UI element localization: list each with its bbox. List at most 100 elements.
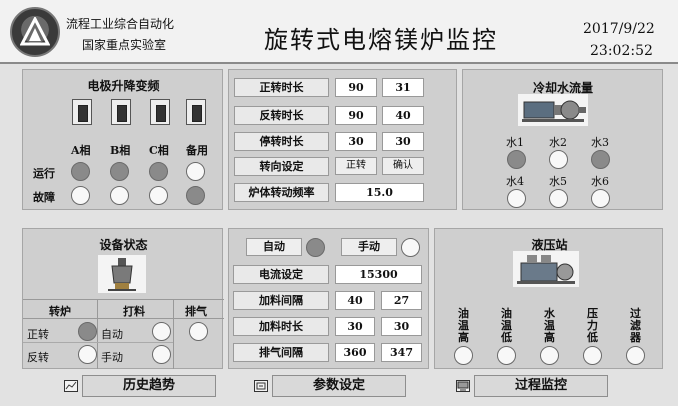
- parameter-settings-button[interactable]: 参数设定: [272, 375, 406, 397]
- pressure-low-label: 压力低: [587, 307, 598, 344]
- feed-interval-actual: 27: [381, 291, 422, 310]
- fault-lamp-a: [71, 186, 90, 205]
- rotation-params-panel: 正转时长 90 31 反转时长 90 40 停转时长 30 30 转向设定 正转…: [228, 69, 457, 210]
- water-3-lamp: [591, 150, 610, 169]
- oil-temp-low-label: 油温低: [501, 307, 512, 344]
- furnace-icon: [98, 255, 146, 293]
- exhaust-interval-label: 排气间隔: [233, 343, 329, 362]
- triangle-logo-icon: [20, 17, 50, 46]
- furnace-reverse-lamp: [78, 345, 97, 364]
- current-setting-label: 电流设定: [233, 265, 329, 284]
- history-trend-button[interactable]: 历史趋势: [82, 375, 216, 397]
- feed-duration-label: 加料时长: [233, 317, 329, 336]
- device-status-panel: 设备状态 转炉 打料 排气 正转 反转 自动 手动: [22, 228, 224, 369]
- direction-forward-button[interactable]: 正转: [335, 157, 377, 175]
- inverter-icon: [150, 99, 170, 125]
- manual-mode-button[interactable]: 手动: [341, 238, 397, 256]
- inverter-icon: [186, 99, 206, 125]
- run-lamp-spare: [186, 162, 205, 181]
- feed-duration-actual: 30: [381, 317, 422, 336]
- org-name-line2: 国家重点实验室: [82, 38, 167, 52]
- current-setting-value[interactable]: 15300: [335, 265, 422, 284]
- phase-b-label: B相: [110, 144, 131, 157]
- header-bar: 流程工业综合自动化 国家重点实验室 旋转式电熔镁炉监控 2017/9/22 23…: [0, 0, 678, 64]
- process-monitor-button[interactable]: 过程监控: [474, 375, 608, 397]
- feed-column-header: 打料: [123, 305, 145, 318]
- reverse-duration-set[interactable]: 90: [335, 106, 377, 125]
- oil-temp-high-lamp: [454, 346, 473, 365]
- furnace-frequency-value[interactable]: 15.0: [335, 183, 424, 202]
- water-3-label: 水3: [591, 136, 609, 149]
- furnace-frequency-label: 炉体转动频率: [234, 183, 329, 202]
- hydraulic-station-icon: [513, 251, 579, 287]
- water-6-label: 水6: [591, 175, 609, 188]
- current-date: 2017/9/22: [583, 21, 655, 37]
- water-5-lamp: [549, 189, 568, 208]
- lab-logo: [10, 7, 60, 57]
- water-temp-high-label: 水温高: [544, 307, 555, 344]
- phase-c-label: C相: [149, 144, 169, 157]
- furnace-column-header: 转炉: [49, 305, 71, 318]
- run-lamp-c: [149, 162, 168, 181]
- phase-a-label: A相: [71, 144, 91, 157]
- stop-duration-actual: 30: [382, 132, 424, 151]
- filter-label: 过滤器: [630, 307, 641, 344]
- inverter-icon: [72, 99, 92, 125]
- water-1-label: 水1: [506, 136, 524, 149]
- fault-lamp-spare: [186, 186, 205, 205]
- phase-spare-label: 备用: [186, 144, 208, 157]
- water-4-label: 水4: [506, 175, 524, 188]
- feed-auto-label: 自动: [101, 328, 123, 341]
- cooling-panel-title: 冷却水流量: [532, 81, 593, 95]
- cooling-water-panel: 冷却水流量 水1 水2 水3 水4 水5 水6: [462, 69, 663, 210]
- electrode-panel-title: 电极升降变频: [87, 79, 160, 93]
- furnace-forward-lamp: [78, 322, 97, 341]
- water-2-label: 水2: [549, 136, 567, 149]
- feed-interval-set[interactable]: 40: [335, 291, 375, 310]
- process-monitor-icon: [456, 380, 470, 392]
- device-panel-title: 设备状态: [99, 238, 148, 252]
- fault-label: 故障: [33, 191, 55, 204]
- feed-auto-lamp: [152, 322, 171, 341]
- feed-manual-lamp: [152, 345, 171, 364]
- furnace-reverse-label: 反转: [27, 351, 49, 364]
- water-5-label: 水5: [549, 175, 567, 188]
- pressure-low-lamp: [583, 346, 602, 365]
- fault-lamp-b: [110, 186, 129, 205]
- control-params-panel: 自动 手动 电流设定 15300 加料间隔 40 27 加料时长 30 30 排…: [228, 228, 429, 369]
- exhaust-interval-set[interactable]: 360: [335, 343, 375, 362]
- forward-duration-actual: 31: [382, 78, 424, 97]
- stop-duration-label: 停转时长: [234, 132, 329, 151]
- current-time: 23:02:52: [590, 43, 653, 59]
- parameter-settings-icon: [254, 380, 268, 392]
- forward-duration-set[interactable]: 90: [335, 78, 377, 97]
- water-2-lamp: [549, 150, 568, 169]
- feed-manual-label: 手动: [101, 351, 123, 364]
- fault-lamp-c: [149, 186, 168, 205]
- feed-duration-set[interactable]: 30: [335, 317, 375, 336]
- water-1-lamp: [507, 150, 526, 169]
- auto-mode-lamp: [306, 238, 325, 257]
- hydraulic-panel-title: 液压站: [531, 238, 568, 252]
- water-6-lamp: [591, 189, 610, 208]
- run-label: 运行: [33, 167, 55, 180]
- exhaust-interval-actual: 347: [381, 343, 422, 362]
- org-name-line1: 流程工业综合自动化: [66, 17, 175, 31]
- water-temp-high-lamp: [540, 346, 559, 365]
- stop-duration-set[interactable]: 30: [335, 132, 377, 151]
- reverse-duration-label: 反转时长: [234, 106, 329, 125]
- filter-lamp: [626, 346, 645, 365]
- direction-confirm-button[interactable]: 确认: [382, 157, 424, 175]
- feed-interval-label: 加料间隔: [233, 291, 329, 310]
- auto-mode-button[interactable]: 自动: [246, 238, 302, 256]
- reverse-duration-actual: 40: [382, 106, 424, 125]
- pump-icon: [518, 94, 588, 126]
- furnace-forward-label: 正转: [27, 328, 49, 341]
- manual-mode-lamp: [401, 238, 420, 257]
- direction-setting-label: 转向设定: [234, 157, 329, 176]
- exhaust-column-header: 排气: [185, 305, 207, 318]
- hydraulic-station-panel: 液压站 油温高 油温低 水温高 压力低 过滤器: [434, 228, 663, 369]
- inverter-icon: [111, 99, 131, 125]
- history-trend-icon: [64, 380, 78, 392]
- water-4-lamp: [507, 189, 526, 208]
